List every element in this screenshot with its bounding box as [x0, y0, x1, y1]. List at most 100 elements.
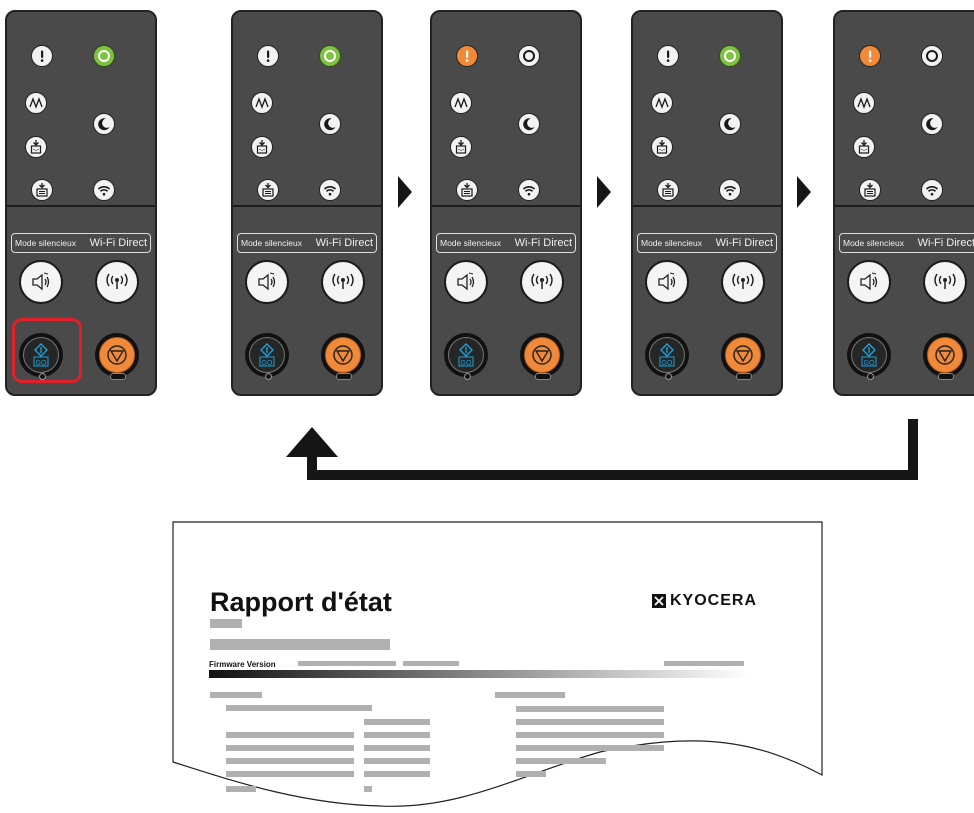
stop-indicator-slot — [736, 373, 752, 380]
paper-jam-led-icon — [651, 92, 673, 114]
ready-led-icon — [719, 45, 741, 67]
quiet-mode-label: Mode silencieux — [241, 238, 302, 248]
kyocera-mark-icon — [652, 594, 666, 608]
attention-led-icon — [31, 45, 53, 67]
quiet-mode-button[interactable] — [19, 260, 63, 304]
wireless-signal-icon — [934, 273, 956, 289]
quiet-mode-button[interactable] — [245, 260, 289, 304]
ready-led-icon — [319, 45, 341, 67]
stop-icon — [733, 345, 753, 365]
go-button-highlight — [12, 318, 82, 383]
wifi-direct-button[interactable] — [520, 260, 564, 304]
stop-icon — [532, 345, 552, 365]
panel-divider — [233, 205, 381, 207]
wifi-led-icon — [93, 179, 115, 201]
panel-labels: Mode silencieux Wi-Fi Direct — [11, 233, 151, 253]
toner-led-icon — [25, 136, 47, 158]
stop-indicator-slot — [110, 373, 126, 380]
wifi-led-icon — [921, 179, 943, 201]
stop-indicator-slot — [535, 373, 551, 380]
stop-button[interactable] — [321, 333, 365, 377]
wifi-direct-label: Wi-Fi Direct — [715, 237, 773, 249]
paper-led-icon — [257, 179, 279, 201]
go-start-icon — [659, 343, 675, 367]
wifi-direct-button[interactable] — [95, 260, 139, 304]
paper-jam-led-icon — [25, 92, 47, 114]
sleep-led-icon — [518, 113, 540, 135]
panel-divider — [432, 205, 580, 207]
wifi-direct-button[interactable] — [721, 260, 765, 304]
report-title: Rapport d'état — [210, 587, 392, 617]
go-button[interactable]: GO — [444, 333, 488, 377]
quiet-mode-button[interactable] — [444, 260, 488, 304]
go-indicator-dot — [867, 373, 874, 380]
paper-led-icon — [657, 179, 679, 201]
paper-jam-led-icon — [450, 92, 472, 114]
panel-labels: Mode silencieux Wi-Fi Direct — [237, 233, 377, 253]
speaker-icon — [860, 272, 878, 291]
wifi-direct-label: Wi-Fi Direct — [514, 237, 572, 249]
sleep-led-icon — [921, 113, 943, 135]
stop-icon — [333, 345, 353, 365]
wifi-direct-button[interactable] — [923, 260, 967, 304]
sleep-led-icon — [93, 113, 115, 135]
attention-led-icon — [657, 45, 679, 67]
go-indicator-dot — [464, 373, 471, 380]
go-start-icon — [458, 343, 474, 367]
wifi-direct-label: Wi-Fi Direct — [89, 237, 147, 249]
go-label: GO — [661, 360, 673, 367]
go-start-icon — [861, 343, 877, 367]
attention-led-icon — [257, 45, 279, 67]
ready-led-icon — [93, 45, 115, 67]
toner-led-icon — [651, 136, 673, 158]
stop-icon — [935, 345, 955, 365]
go-label: GO — [35, 360, 47, 367]
sleep-led-icon — [719, 113, 741, 135]
wifi-direct-button[interactable] — [321, 260, 365, 304]
wireless-signal-icon — [332, 273, 354, 289]
step-arrow — [398, 176, 412, 208]
paper-led-icon — [859, 179, 881, 201]
stop-button[interactable] — [721, 333, 765, 377]
quiet-mode-label: Mode silencieux — [15, 238, 76, 248]
go-indicator-dot — [39, 373, 46, 380]
panel-divider — [835, 205, 974, 207]
quiet-mode-label: Mode silencieux — [440, 238, 501, 248]
toner-led-icon — [251, 136, 273, 158]
wifi-led-icon — [518, 179, 540, 201]
stop-button[interactable] — [923, 333, 967, 377]
go-button[interactable]: GO — [847, 333, 891, 377]
go-button[interactable]: GO — [645, 333, 689, 377]
paper-led-icon — [456, 179, 478, 201]
quiet-mode-button[interactable] — [847, 260, 891, 304]
quiet-mode-button[interactable] — [645, 260, 689, 304]
wireless-signal-icon — [531, 273, 553, 289]
stop-indicator-slot — [336, 373, 352, 380]
go-button[interactable]: GO — [19, 333, 63, 377]
go-indicator-dot — [665, 373, 672, 380]
speaker-icon — [32, 272, 50, 291]
paper-jam-led-icon — [251, 92, 273, 114]
go-button[interactable]: GO — [245, 333, 289, 377]
panel-divider — [7, 205, 155, 207]
speaker-icon — [457, 272, 475, 291]
wifi-direct-label: Wi-Fi Direct — [917, 237, 974, 249]
wifi-direct-label: Wi-Fi Direct — [315, 237, 373, 249]
stop-button[interactable] — [95, 333, 139, 377]
toner-led-icon — [450, 136, 472, 158]
stop-button[interactable] — [520, 333, 564, 377]
ready-led-icon — [518, 45, 540, 67]
stop-indicator-slot — [938, 373, 954, 380]
paper-led-icon — [31, 179, 53, 201]
stop-icon — [107, 345, 127, 365]
step-arrow — [797, 176, 811, 208]
